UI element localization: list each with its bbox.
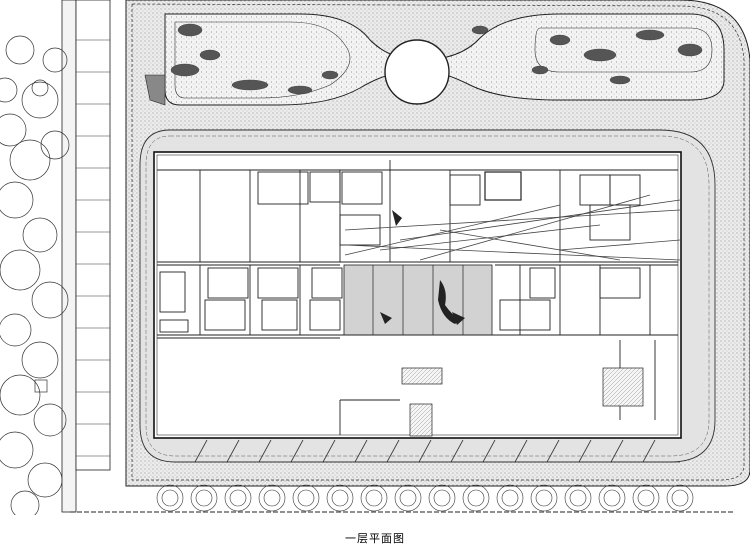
site-left-strip xyxy=(61,0,111,513)
round-feature xyxy=(384,39,450,105)
drawing-caption: 一层平面图 xyxy=(345,532,405,545)
bottom-tree-row xyxy=(156,484,694,512)
top-garden xyxy=(144,13,725,106)
parking-bays xyxy=(175,439,680,463)
interior-walls xyxy=(157,160,678,435)
stairs xyxy=(401,171,644,437)
floor-plan-drawing xyxy=(0,0,750,515)
circulation-lines xyxy=(344,194,681,261)
left-tree-zone xyxy=(0,35,70,515)
